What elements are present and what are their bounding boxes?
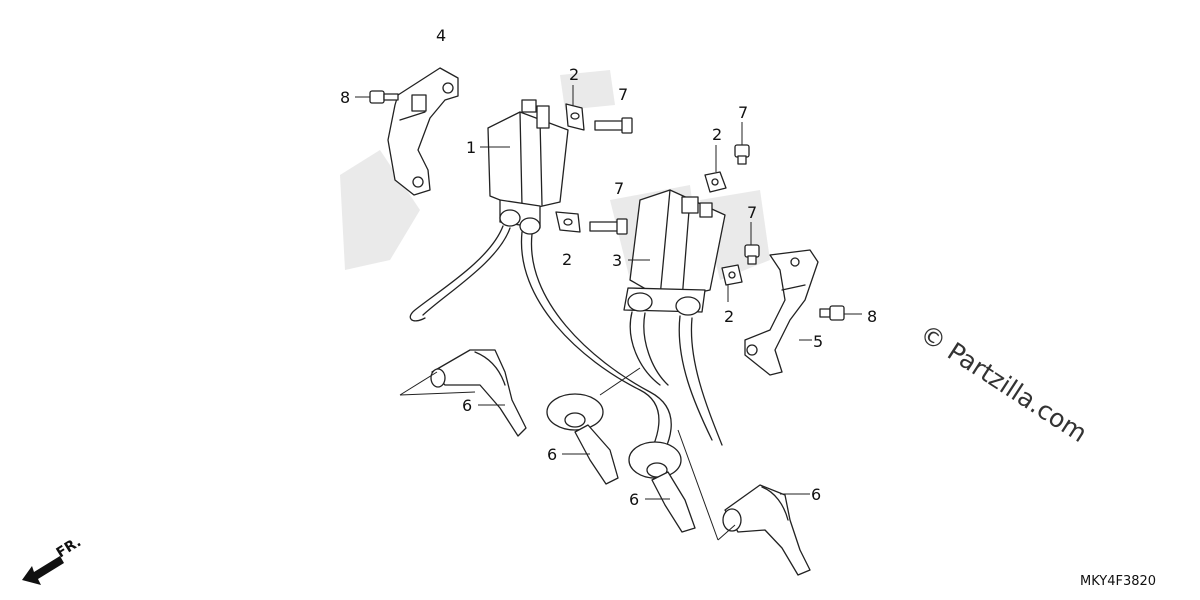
- plug-cap-4[interactable]: [722, 484, 811, 576]
- callout-2-upper-right: 2: [712, 125, 722, 144]
- bolt-left[interactable]: [369, 90, 399, 104]
- callout-3: 3: [612, 251, 622, 270]
- callout-2-lower-left: 2: [562, 250, 572, 269]
- washer-lower-right[interactable]: [721, 264, 743, 286]
- callout-4: 4: [436, 26, 446, 45]
- coil3-leads: [629, 311, 723, 446]
- coil1-leads: [409, 225, 672, 476]
- diagram-code: MKY4F3820: [1080, 574, 1156, 589]
- callout-7-top: 7: [618, 85, 628, 104]
- bracket-left[interactable]: [387, 67, 459, 196]
- callout-8-left: 8: [340, 88, 350, 107]
- bolt-right[interactable]: [819, 305, 845, 321]
- watermark-text: © Partzilla.com: [915, 319, 1093, 448]
- callout-6-a: 6: [462, 396, 472, 415]
- callout-2-lower-right: 2: [724, 307, 734, 326]
- leader-lines: [355, 85, 862, 541]
- bolt-lower-right[interactable]: [744, 244, 760, 265]
- callout-6-b: 6: [547, 445, 557, 464]
- bolt-middle[interactable]: [589, 218, 628, 235]
- callout-7-right: 7: [747, 203, 757, 222]
- bracket-right[interactable]: [744, 249, 819, 376]
- plug-cap-1[interactable]: [430, 349, 527, 437]
- front-arrow-icon: [22, 556, 64, 585]
- callout-7-upper-right: 7: [738, 103, 748, 122]
- callout-1: 1: [466, 138, 476, 157]
- clip-nut-lower[interactable]: [555, 211, 581, 233]
- bolt-upper-right[interactable]: [734, 144, 750, 165]
- ignition-coil-3[interactable]: [623, 189, 726, 316]
- callout-2-top: 2: [569, 65, 579, 84]
- callout-6-c: 6: [629, 490, 639, 509]
- ignition-coil-1[interactable]: [487, 99, 569, 235]
- bolt-upper[interactable]: [594, 117, 633, 134]
- clip-nut-upper[interactable]: [565, 103, 585, 131]
- washer-upper-right[interactable]: [704, 171, 727, 193]
- front-direction-indicator: FR.: [22, 534, 84, 585]
- callout-5: 5: [813, 332, 823, 351]
- callouts: 4 8 1 2 7 7 2 3 2 7 7 2 8 5 6 6 6 6: [340, 26, 877, 509]
- plug-cap-3[interactable]: [628, 441, 696, 533]
- callout-6-d: 6: [811, 485, 821, 504]
- callout-7-middle: 7: [614, 179, 624, 198]
- callout-8-right: 8: [867, 307, 877, 326]
- plug-cap-2[interactable]: [546, 393, 619, 485]
